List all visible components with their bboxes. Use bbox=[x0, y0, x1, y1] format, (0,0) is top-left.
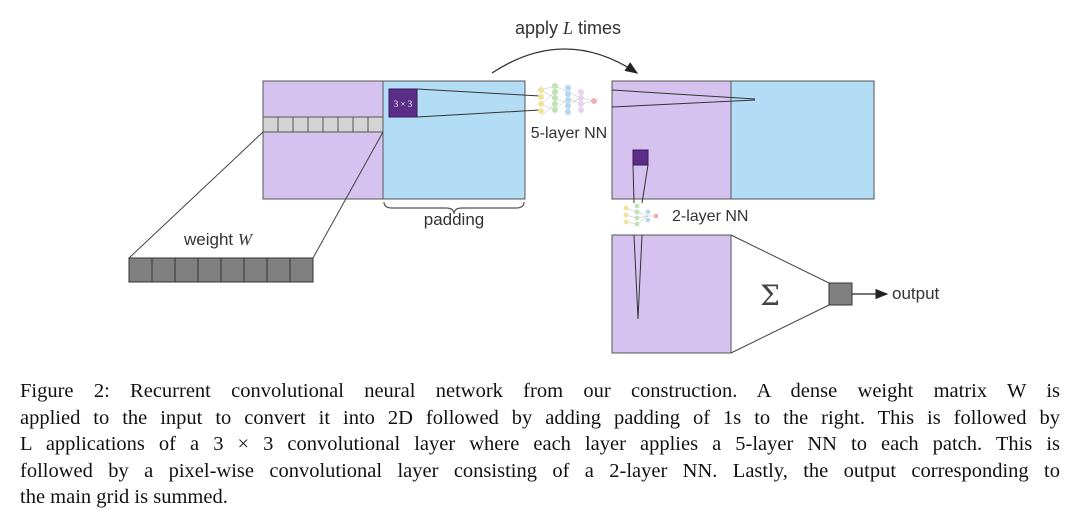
kernel-3x3-box bbox=[388, 88, 418, 118]
figure-caption: Figure 2: Recurrent convolutional neural… bbox=[20, 378, 1060, 511]
output-label: output bbox=[892, 284, 940, 303]
architecture-diagram: 3 × 3 padding weight W apply L times bbox=[128, 18, 940, 354]
five-layer-nn-icon bbox=[538, 83, 597, 117]
padding-brace bbox=[383, 201, 525, 215]
input-row-cells bbox=[262, 116, 384, 133]
caption-line-2: applied to the input to convert it into … bbox=[20, 406, 1060, 429]
caption-line-1: Figure 2: Recurrent convolutional neural… bbox=[20, 380, 1060, 402]
caption-line-3: L applications of a 3 × 3 convolutional … bbox=[20, 433, 1060, 455]
two-layer-label: 2-layer NN bbox=[672, 208, 748, 225]
caption-line-4: followed by a pixel-wise convolutional l… bbox=[20, 459, 1060, 482]
pixel-cell bbox=[632, 149, 649, 166]
five-layer-label: 5-layer NN bbox=[531, 125, 607, 142]
apply-arc-arrow bbox=[491, 48, 639, 74]
output-grid-blue bbox=[730, 80, 875, 200]
input-grid bbox=[262, 80, 384, 200]
sum-symbol: Σ bbox=[760, 279, 780, 312]
padding-label: padding bbox=[424, 210, 485, 229]
weight-label: weight W bbox=[183, 230, 254, 249]
output-cell bbox=[828, 282, 853, 306]
summed-grid bbox=[611, 234, 732, 354]
kernel-label: 3 × 3 bbox=[394, 99, 413, 109]
output-grid-purple bbox=[611, 80, 732, 200]
caption-line-5: the main grid is summed. bbox=[20, 486, 228, 508]
weight-vector bbox=[128, 257, 314, 283]
apply-label: apply L times bbox=[515, 18, 621, 38]
two-layer-nn-icon bbox=[623, 203, 659, 227]
